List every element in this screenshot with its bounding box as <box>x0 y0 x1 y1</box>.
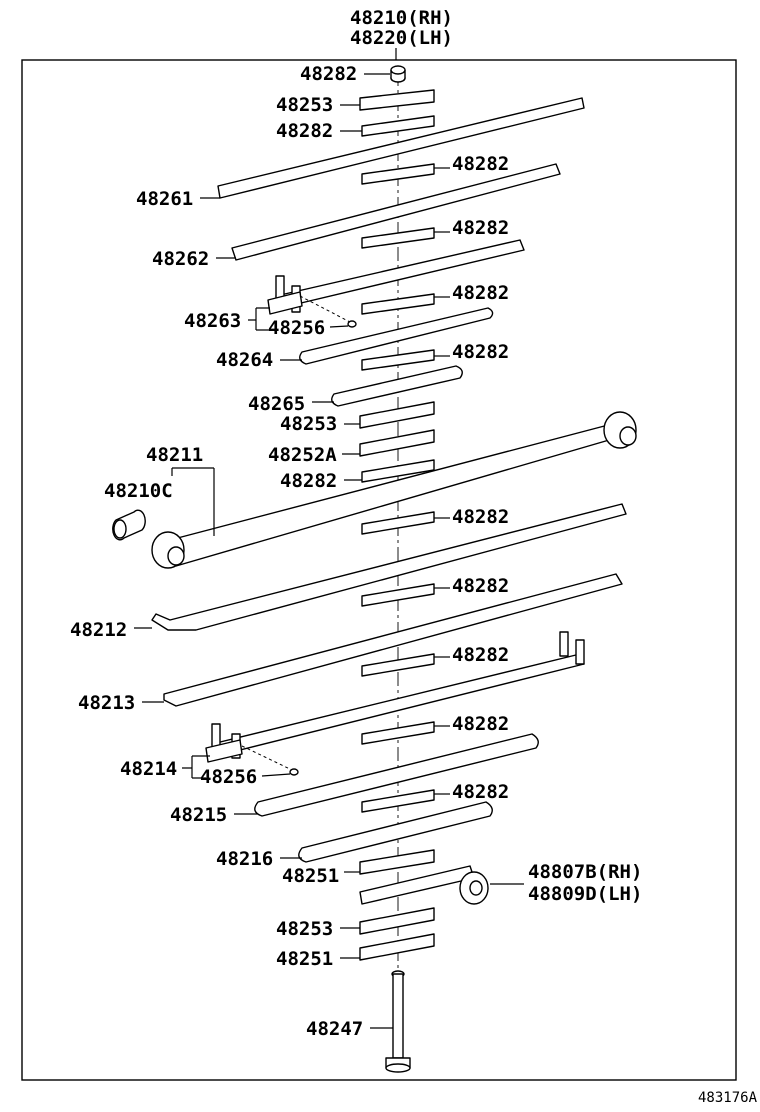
leaf-48214 <box>205 631 585 763</box>
label-plate-48251-b: 48251 <box>276 948 333 970</box>
spacer-top <box>390 65 406 83</box>
main-leaf-48211 <box>151 411 637 569</box>
label-bolt-48247: 48247 <box>306 1018 363 1040</box>
label-pad-48282-f: 48282 <box>280 470 337 492</box>
label-pad-48282-d: 48282 <box>452 282 509 304</box>
rivet-48256-b <box>241 745 299 776</box>
pad-48282-b <box>361 163 435 185</box>
label-plate-48251-a: 48251 <box>282 865 339 887</box>
label-plate-48253-c: 48253 <box>276 918 333 940</box>
pad-48282-g <box>361 511 435 535</box>
label-leaf-48212: 48212 <box>70 619 127 641</box>
label-pad-48282-h: 48282 <box>452 575 509 597</box>
label-rivet-48256-b: 48256 <box>200 766 257 788</box>
label-pad-48282-c: 48282 <box>452 217 509 239</box>
label-bracket-rh: 48807B(RH) <box>528 861 642 883</box>
label-plate-48253-b: 48253 <box>280 413 337 435</box>
label-rivet-48256-a: 48256 <box>268 317 325 339</box>
leaf-48213 <box>163 573 623 707</box>
leaf-48262 <box>231 163 561 261</box>
leaf-48212 <box>151 503 627 631</box>
bushing-48210C <box>112 509 146 541</box>
bolt-48247 <box>385 970 411 1073</box>
plate-48253-a <box>359 89 435 111</box>
pad-48282-h <box>361 583 435 607</box>
label-leaf-48262: 48262 <box>152 248 209 270</box>
label-leaf-48261: 48261 <box>136 188 193 210</box>
label-leaf-48265: 48265 <box>248 393 305 415</box>
pad-48282-j <box>361 721 435 745</box>
label-bushing-48210C: 48210C <box>104 480 173 502</box>
assembly-label-lh: 48220(LH) <box>350 27 453 49</box>
diagram-frame <box>21 59 737 1081</box>
diagram-id: 483176A <box>698 1090 758 1106</box>
pad-48282-k <box>361 789 435 813</box>
label-pad-48282-g: 48282 <box>452 506 509 528</box>
label-leaf-48264: 48264 <box>216 349 273 371</box>
leaf-48263 <box>267 239 525 315</box>
label-pad-48282-a: 48282 <box>276 120 333 142</box>
leaf-48216 <box>298 801 493 863</box>
label-plate-48252A: 48252A <box>268 444 337 466</box>
plate-48251-a <box>359 849 435 875</box>
label-spacer-top: 48282 <box>300 63 357 85</box>
label-leaf-48216: 48216 <box>216 848 273 870</box>
bracket-48807B-48809D <box>359 865 489 905</box>
rivet-48256-a <box>299 295 357 328</box>
label-pad-48282-j: 48282 <box>452 713 509 735</box>
label-leaf-48215: 48215 <box>170 804 227 826</box>
pad-48282-c <box>361 227 435 249</box>
label-leaf-48213: 48213 <box>78 692 135 714</box>
pad-48282-i <box>361 653 435 677</box>
label-pad-48282-b: 48282 <box>452 153 509 175</box>
label-pad-48282-i: 48282 <box>452 644 509 666</box>
pad-48282-e <box>361 349 435 371</box>
label-pad-48282-k: 48282 <box>452 781 509 803</box>
leaf-48265 <box>331 365 463 407</box>
leaf-48264 <box>299 307 494 365</box>
plate-48253-b <box>359 401 435 429</box>
label-pad-48282-e: 48282 <box>452 341 509 363</box>
label-bracket-lh: 48809D(LH) <box>528 883 642 905</box>
plate-48251-b <box>359 933 435 961</box>
label-leaf-48263: 48263 <box>184 310 241 332</box>
label-plate-48253-a: 48253 <box>276 94 333 116</box>
label-main-leaf-48211: 48211 <box>146 444 203 466</box>
pad-48282-d <box>361 293 435 315</box>
leaf-48215 <box>254 733 539 817</box>
plate-48252A <box>359 429 435 457</box>
label-leaf-48214: 48214 <box>120 758 177 780</box>
pad-48282-a <box>361 115 435 137</box>
leaf-48261 <box>217 97 585 199</box>
assembly-label-rh: 48210(RH) <box>350 7 453 29</box>
plate-48253-c <box>359 907 435 935</box>
